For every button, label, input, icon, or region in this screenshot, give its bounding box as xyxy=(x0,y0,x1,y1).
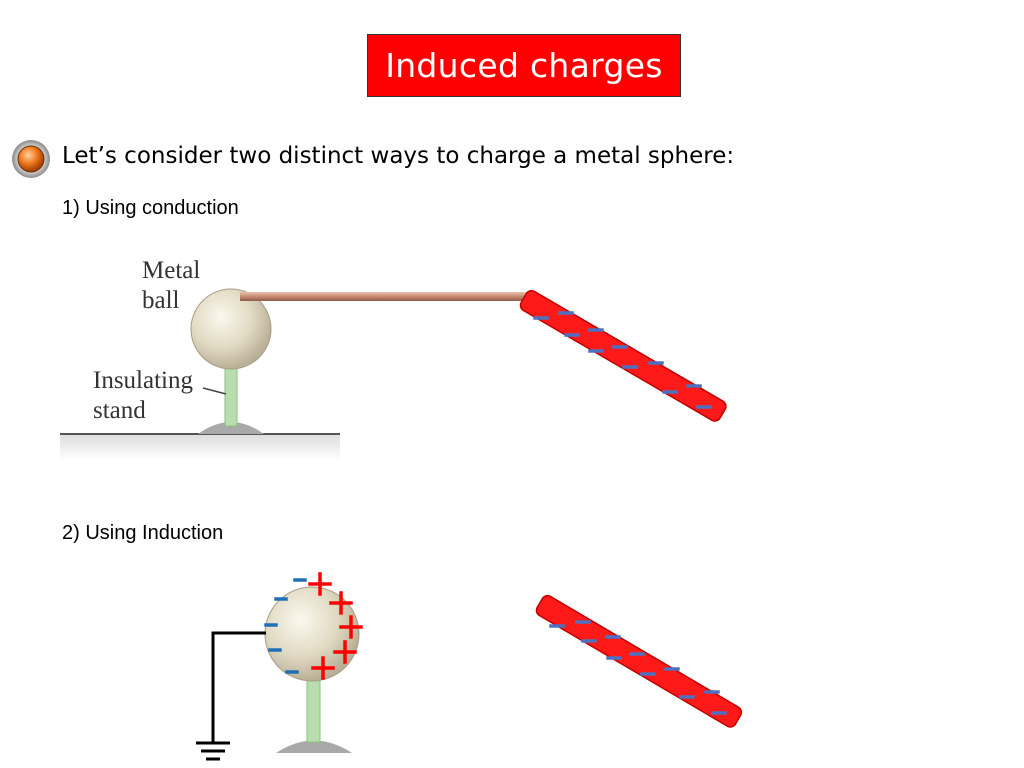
method-conduction-heading: 1) Using conduction xyxy=(62,197,239,219)
slide-title: Induced charges xyxy=(385,46,663,85)
metal-ball-label: Metal ball xyxy=(142,256,200,316)
charged-rod-1 xyxy=(519,289,727,422)
contact-wire xyxy=(240,292,532,301)
induction-figure xyxy=(196,572,743,761)
insulating-stand-2 xyxy=(306,675,321,743)
intro-text: Let’s consider two distinct ways to char… xyxy=(62,143,735,169)
floor-shading xyxy=(60,434,340,460)
rod-2-negative-charges xyxy=(549,620,727,715)
insulating-stand-label-line2: stand xyxy=(93,397,146,424)
ground-symbol-icon xyxy=(196,741,230,761)
rod-1-negative-charges xyxy=(533,311,712,409)
stand-base xyxy=(198,422,264,434)
insulating-stand xyxy=(224,367,238,427)
sphere-positive-charges xyxy=(308,572,363,680)
sphere-negative-charges xyxy=(264,578,307,674)
method-induction-heading: 2) Using Induction xyxy=(62,522,224,544)
metal-ball-label-line1: Metal xyxy=(142,257,201,284)
stand-label-pointer xyxy=(202,387,227,395)
metal-ball-label-line2: ball xyxy=(142,287,180,314)
ground-wire xyxy=(211,631,266,742)
stand-base-2 xyxy=(276,740,352,753)
orange-bullet-icon xyxy=(12,140,50,178)
charged-rod-2 xyxy=(535,594,743,728)
metal-ball xyxy=(190,288,272,370)
insulating-stand-label: Insulating stand xyxy=(93,366,193,426)
title-box: Induced charges xyxy=(367,34,681,97)
conduction-figure xyxy=(60,288,727,460)
insulating-stand-label-line1: Insulating xyxy=(93,367,193,394)
